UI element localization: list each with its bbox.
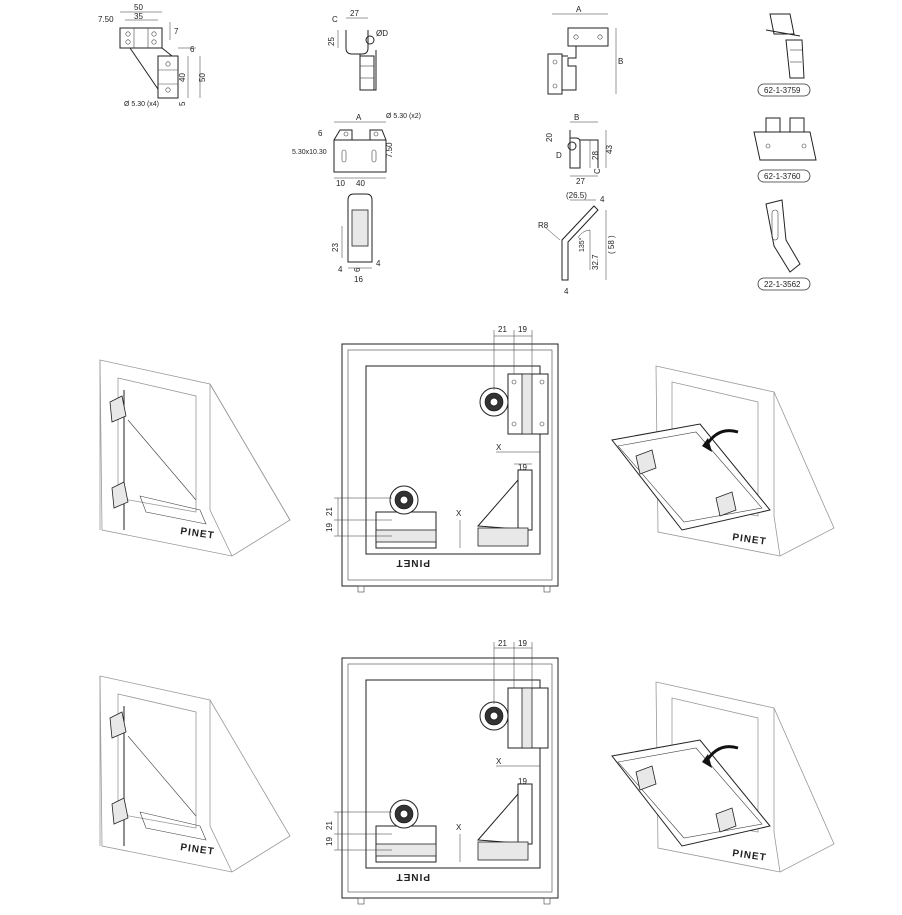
dim-25: 25 xyxy=(327,37,336,46)
hole-spec: Ø 5.30 (x4) xyxy=(124,101,159,108)
brand-label: PINET xyxy=(396,557,430,568)
dim-a: A xyxy=(576,5,582,14)
bracket-2-drawing: 27 C 25 ØD xyxy=(327,9,388,91)
bracket-1-drawing: 50 35 7.50 7 6 40 50 5 Ø 5.30 (x4) xyxy=(98,3,207,108)
dim-19c: 19 xyxy=(325,837,334,846)
dim-50b: 50 xyxy=(198,73,207,82)
dim-x2: X xyxy=(456,509,462,518)
dim-58: ( 58 ) xyxy=(607,235,616,254)
dim-19c: 19 xyxy=(325,523,334,532)
dim-6: 6 xyxy=(190,45,195,54)
dim-23: 23 xyxy=(331,243,340,252)
dim-21b: 21 xyxy=(325,507,334,516)
hole-spec: Ø 5.30 (x2) xyxy=(386,113,421,120)
dim-43: 43 xyxy=(605,145,614,154)
dim-35: 35 xyxy=(134,12,143,21)
plate-drawing: A Ø 5.30 (x2) 6 5.30x10.30 7.50 10 40 xyxy=(292,113,421,188)
dim-c: C xyxy=(332,15,338,24)
dim-4a: 4 xyxy=(338,265,343,274)
angled-strap-drawing: (26.5) R8 4 135° 32.7 ( 58 ) 4 xyxy=(538,191,616,296)
part-62-1-3759-sketch: 62-1-3759 xyxy=(757,13,811,97)
dim-4b: 4 xyxy=(564,287,569,296)
part-ref-1: 62-1-3759 xyxy=(764,86,801,95)
dim-16: 16 xyxy=(354,275,363,284)
iso-cabinet-left-2: PINET xyxy=(99,675,291,873)
dim-7: 7 xyxy=(174,27,179,36)
dim-28: 28 xyxy=(591,151,600,160)
dim-40: 40 xyxy=(178,73,187,82)
dim-10: 10 xyxy=(336,179,345,188)
dim-19: 19 xyxy=(518,325,527,334)
brand-label: PINET xyxy=(396,871,430,882)
dim-od: ØD xyxy=(376,29,388,38)
dim-26-5: (26.5) xyxy=(566,191,587,200)
brand-label: PINET xyxy=(180,526,216,542)
iso-cabinet-left-1: PINET xyxy=(99,359,291,557)
dim-27: 27 xyxy=(576,177,585,186)
dim-d: D xyxy=(556,151,562,160)
brand-label: PINET xyxy=(180,842,216,858)
dim-135: 135° xyxy=(578,237,586,252)
brand-label: PINET xyxy=(732,848,768,864)
part-22-1-3562-sketch: 22-1-3562 xyxy=(757,199,811,291)
dim-32-7: 32.7 xyxy=(591,254,600,270)
dim-21: 21 xyxy=(498,639,507,648)
front-cabinet-2: 21 19 X 19 21 19 X PINET xyxy=(325,639,559,905)
part-62-1-3760-sketch: 62-1-3760 xyxy=(753,117,817,183)
bracket-3-drawing: A B xyxy=(547,5,623,95)
dim-50: 50 xyxy=(134,3,143,12)
dim-x: X xyxy=(496,757,502,766)
slot-spec: 5.30x10.30 xyxy=(292,149,327,156)
dim-b: B xyxy=(618,57,623,66)
dim-19: 19 xyxy=(518,639,527,648)
dim-40: 40 xyxy=(356,179,365,188)
strap-drawing: 23 4 4 6 16 xyxy=(331,193,381,284)
dim-a: A xyxy=(356,113,362,122)
dim-b: B xyxy=(574,113,579,122)
iso-cabinet-right-1: PINET xyxy=(611,365,835,557)
dim-r8: R8 xyxy=(538,221,549,230)
part-ref-3: 22-1-3562 xyxy=(764,280,801,289)
dim-4: 4 xyxy=(600,195,605,204)
dim-19b: 19 xyxy=(518,777,527,786)
dim-4b: 4 xyxy=(376,259,381,268)
dim-27: 27 xyxy=(350,9,359,18)
dim-x2: X xyxy=(456,823,462,832)
hinge-side-drawing: B 20 D 28 43 C 27 xyxy=(545,113,614,186)
part-ref-2: 62-1-3760 xyxy=(764,172,801,181)
iso-cabinet-right-2: PINET xyxy=(611,681,835,873)
dim-7-50: 7.50 xyxy=(385,142,394,158)
dim-x: X xyxy=(496,443,502,452)
dim-c: C xyxy=(593,168,602,174)
dim-6: 6 xyxy=(318,129,323,138)
dim-7-50: 7.50 xyxy=(98,15,114,24)
dim-6: 6 xyxy=(353,267,362,272)
dim-21b: 21 xyxy=(325,821,334,830)
dim-21: 21 xyxy=(498,325,507,334)
dim-20: 20 xyxy=(545,133,554,142)
dim-19b: 19 xyxy=(518,463,527,472)
brand-label: PINET xyxy=(732,532,768,548)
front-cabinet-1: 21 19 X 19 21 19 X PINET xyxy=(325,325,559,593)
dim-5: 5 xyxy=(178,101,187,106)
